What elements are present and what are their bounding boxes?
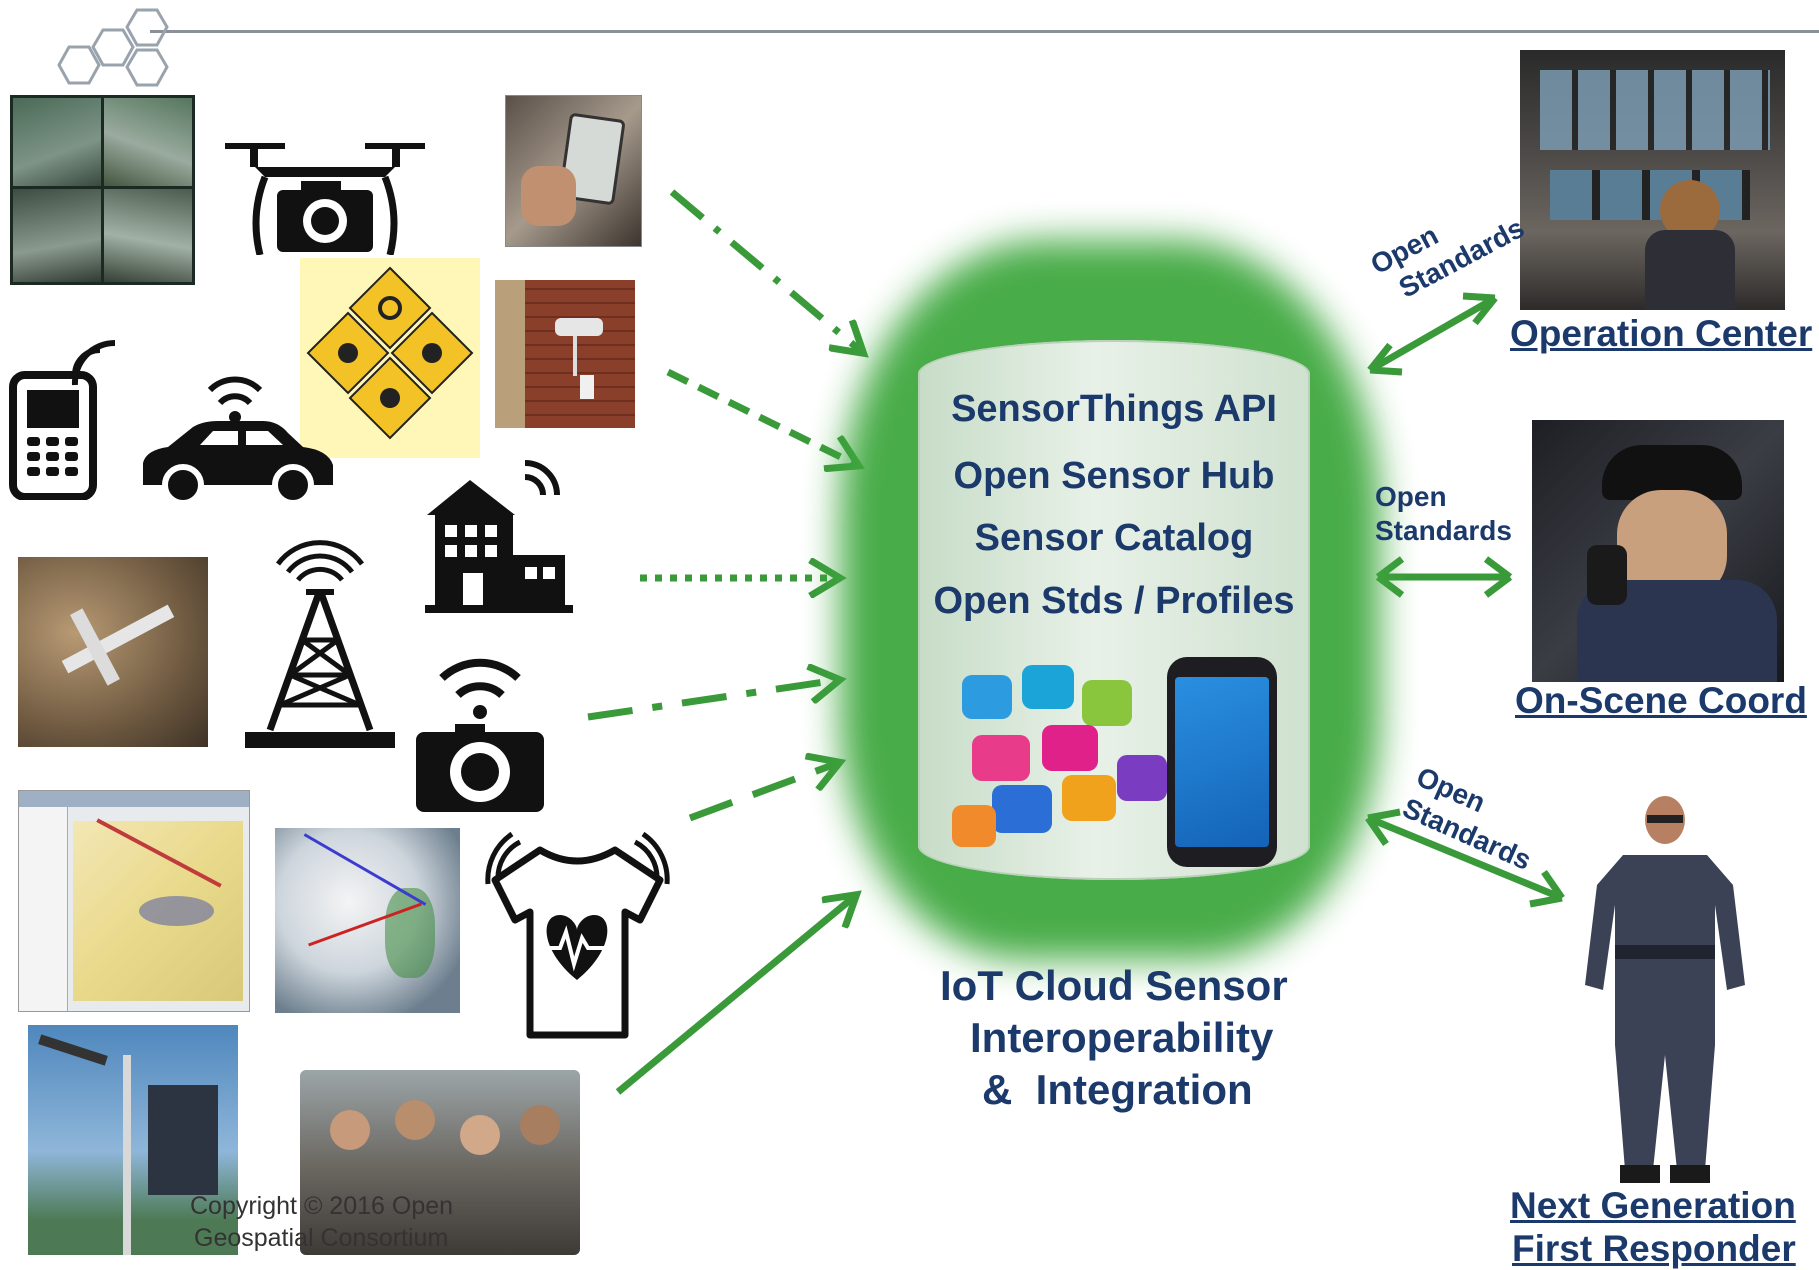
smart-shirt-icon: [485, 831, 670, 1039]
operation-center-image: [1520, 50, 1785, 310]
security-camera-image: [495, 280, 635, 428]
open-standards-2-line-2: Standards: [1375, 515, 1512, 546]
responder-label-line-2[interactable]: First Responder: [1512, 1228, 1796, 1269]
hexagon-logo-icon: [57, 8, 169, 87]
caption-line-3: & Integration: [982, 1066, 1253, 1113]
open-standards-label-2: Open Standards: [1375, 480, 1512, 548]
hazard-signs-image: [300, 258, 480, 458]
drone-camera-icon: [225, 143, 425, 255]
cell-phone-icon: [9, 339, 116, 500]
map-application-image: [18, 790, 250, 1012]
open-standards-2-line-1: Open: [1375, 481, 1447, 512]
arrow-dashdot-4: [587, 680, 838, 721]
connected-car-icon: [143, 376, 333, 505]
header-rule: [150, 30, 1819, 33]
handheld-reader-image: [505, 95, 642, 247]
arrow-dashed-5: [688, 763, 838, 822]
hub-item-4: Open Stds / Profiles: [933, 580, 1295, 622]
radio-tower-icon: [245, 540, 395, 748]
first-responder-figure: [1585, 796, 1745, 1183]
wifi-camera-icon: [416, 658, 544, 812]
uav-photo-image: [18, 557, 208, 747]
arrow-solid-6: [615, 896, 855, 1095]
arrow-dashdot-1: [669, 189, 862, 352]
responder-label-line-1[interactable]: Next Generation: [1510, 1185, 1796, 1226]
app-icons-graphic: [952, 655, 1282, 867]
copyright-text: Copyright © 2016 Open Geospatial Consort…: [190, 1190, 453, 1254]
smart-building-icon: [425, 460, 573, 613]
hub-item-3: Sensor Catalog: [974, 517, 1254, 559]
arrow-operation-center: [1368, 294, 1497, 374]
hub-item-1: SensorThings API: [951, 388, 1277, 430]
on-scene-coord-image: [1532, 420, 1784, 682]
caption-line-2: Interoperability: [970, 1014, 1274, 1061]
arrow-responder: [1366, 814, 1564, 902]
crowd-photo-image: [300, 1070, 580, 1255]
arrow-dashed-2: [666, 368, 857, 465]
traffic-camera-grid-image: [10, 95, 195, 285]
copyright-line-1: Copyright © 2016 Open: [190, 1192, 454, 1220]
caption-line-1: IoT Cloud Sensor: [940, 962, 1288, 1009]
hub-item-2: Open Sensor Hub: [953, 455, 1275, 497]
weather-station-image: [28, 1025, 238, 1255]
copyright-line-2: Geospatial Consortium: [194, 1224, 449, 1252]
on-scene-coord-label[interactable]: On-Scene Coord: [1515, 680, 1807, 721]
hub-cylinder: SensorThings API Open Sensor Hub Sensor …: [918, 340, 1310, 880]
operation-center-label[interactable]: Operation Center: [1510, 313, 1813, 354]
weather-map-image: [275, 828, 460, 1013]
